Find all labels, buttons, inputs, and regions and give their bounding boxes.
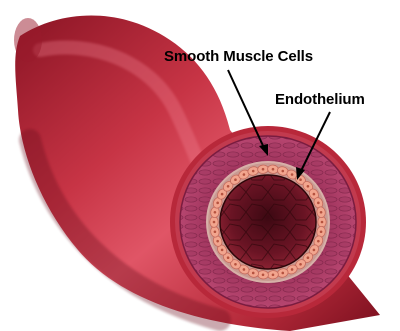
endothelial-cell-nucleus (281, 272, 284, 275)
endothelial-cell-nucleus (313, 249, 316, 252)
endothelial-cell-nucleus (243, 268, 246, 271)
smooth-muscle-cells-label: Smooth Muscle Cells (164, 48, 313, 65)
endothelial-cell-nucleus (234, 178, 237, 181)
endothelial-cell-nucleus (216, 240, 219, 243)
endothelial-cell-nucleus (307, 256, 310, 259)
endothelial-cell-nucleus (281, 170, 284, 173)
endothelium-label: Endothelium (275, 91, 365, 108)
endothelial-cell-nucleus (320, 230, 323, 233)
endothelial-cell-nucleus (252, 272, 255, 275)
endothelial-cell-nucleus (214, 211, 217, 214)
endothelial-cell-nucleus (272, 273, 275, 276)
endothelial-cell-nucleus (291, 173, 294, 176)
endothelial-cell-nucleus (252, 170, 255, 173)
endothelial-cell-nucleus (213, 221, 216, 224)
endothelial-cell-nucleus (262, 168, 265, 171)
endothelial-cell-nucleus (321, 221, 324, 224)
endothelial-cell-nucleus (214, 230, 217, 233)
endothelial-cell-nucleus (307, 185, 310, 188)
endothelial-cell-nucleus (317, 202, 320, 205)
endothelial-cell-nucleus (221, 193, 224, 196)
endothelial-cell-nucleus (291, 268, 294, 271)
endothelial-cell-nucleus (272, 168, 275, 171)
endothelial-cell-nucleus (320, 211, 323, 214)
endothelial-cell-nucleus (216, 202, 219, 205)
endothelial-cell-nucleus (299, 263, 302, 266)
endothelial-cell-nucleus (313, 193, 316, 196)
endothelial-cell-nucleus (317, 240, 320, 243)
endothelial-cell-nucleus (227, 256, 230, 259)
endothelial-cell-nucleus (227, 185, 230, 188)
endothelial-cell-nucleus (262, 273, 265, 276)
endothelial-cell-nucleus (234, 263, 237, 266)
endothelial-cell-nucleus (243, 173, 246, 176)
endothelial-cell-nucleus (221, 249, 224, 252)
endothelial-cell-nucleus (299, 178, 302, 181)
